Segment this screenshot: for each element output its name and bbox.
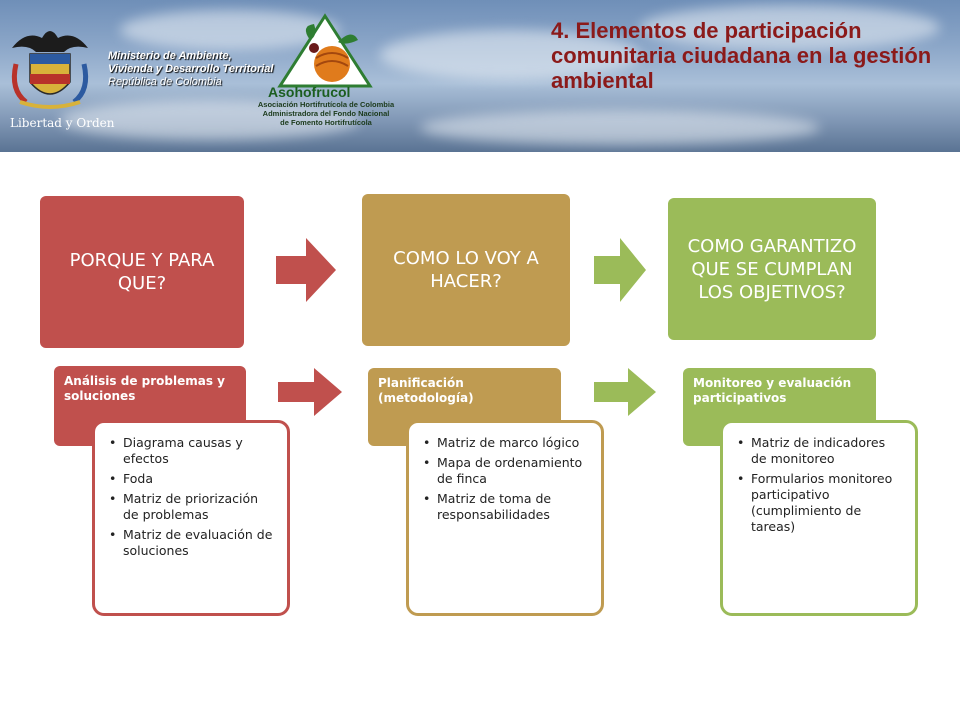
ministry-line-1: Ministerio de Ambiente, (108, 50, 232, 62)
items-panel-2: Matriz de marco lógico Mapa de ordenamie… (406, 420, 604, 616)
list-item: Formularios monitoreo participativo (cum… (737, 471, 903, 535)
coat-of-arms-icon (11, 31, 89, 109)
question-box-2: COMO LO VOY A HACER? (362, 194, 570, 346)
logo-sub-line-3: de Fomento Hortifrutícola (280, 118, 372, 127)
page-title: 4. Elementos de participación comunitari… (551, 18, 932, 93)
items-list-2: Matriz de marco lógico Mapa de ordenamie… (417, 435, 589, 523)
ministry-line-2: Vivienda y Desarrollo Territorial (108, 63, 274, 75)
logo-sub-line-2: Administradora del Fondo Nacional (262, 109, 390, 118)
list-item: Matriz de evaluación de soluciones (109, 527, 275, 559)
arrow-right-icon-2 (594, 238, 646, 302)
items-panel-3: Matriz de indicadores de monitoreo Formu… (720, 420, 918, 616)
list-item: Mapa de ordenamiento de finca (423, 455, 589, 487)
list-item: Foda (109, 471, 275, 487)
items-panel-1: Diagrama causas y efectos Foda Matriz de… (92, 420, 290, 616)
arrow-right-icon-3 (278, 368, 342, 416)
list-item: Matriz de priorización de problemas (109, 491, 275, 523)
header-banner: Libertad y Orden Ministerio de Ambiente,… (0, 0, 960, 152)
list-item: Matriz de indicadores de monitoreo (737, 435, 903, 467)
question-box-1: PORQUE Y PARA QUE? (40, 196, 244, 348)
items-list-3: Matriz de indicadores de monitoreo Formu… (731, 435, 903, 535)
arrow-right-icon-1 (276, 238, 336, 302)
asohofrucol-logo-icon (277, 13, 373, 88)
question-box-3: COMO GARANTIZO QUE SE CUMPLAN LOS OBJETI… (668, 198, 876, 340)
motto: Libertad y Orden (10, 116, 115, 130)
list-item: Matriz de marco lógico (423, 435, 589, 451)
logo-subtitle: Asociación Hortifrutícola de Colombia Ad… (242, 100, 410, 127)
list-item: Diagrama causas y efectos (109, 435, 275, 467)
arrow-right-icon-4 (594, 368, 656, 416)
logo-name: Asohofrucol (268, 84, 351, 100)
items-list-1: Diagrama causas y efectos Foda Matriz de… (103, 435, 275, 559)
republic-text: República de Colombia (108, 76, 222, 88)
list-item: Matriz de toma de responsabilidades (423, 491, 589, 523)
ministry-text: Ministerio de Ambiente, Vivienda y Desar… (108, 50, 273, 89)
logo-sub-line-1: Asociación Hortifrutícola de Colombia (257, 100, 395, 109)
